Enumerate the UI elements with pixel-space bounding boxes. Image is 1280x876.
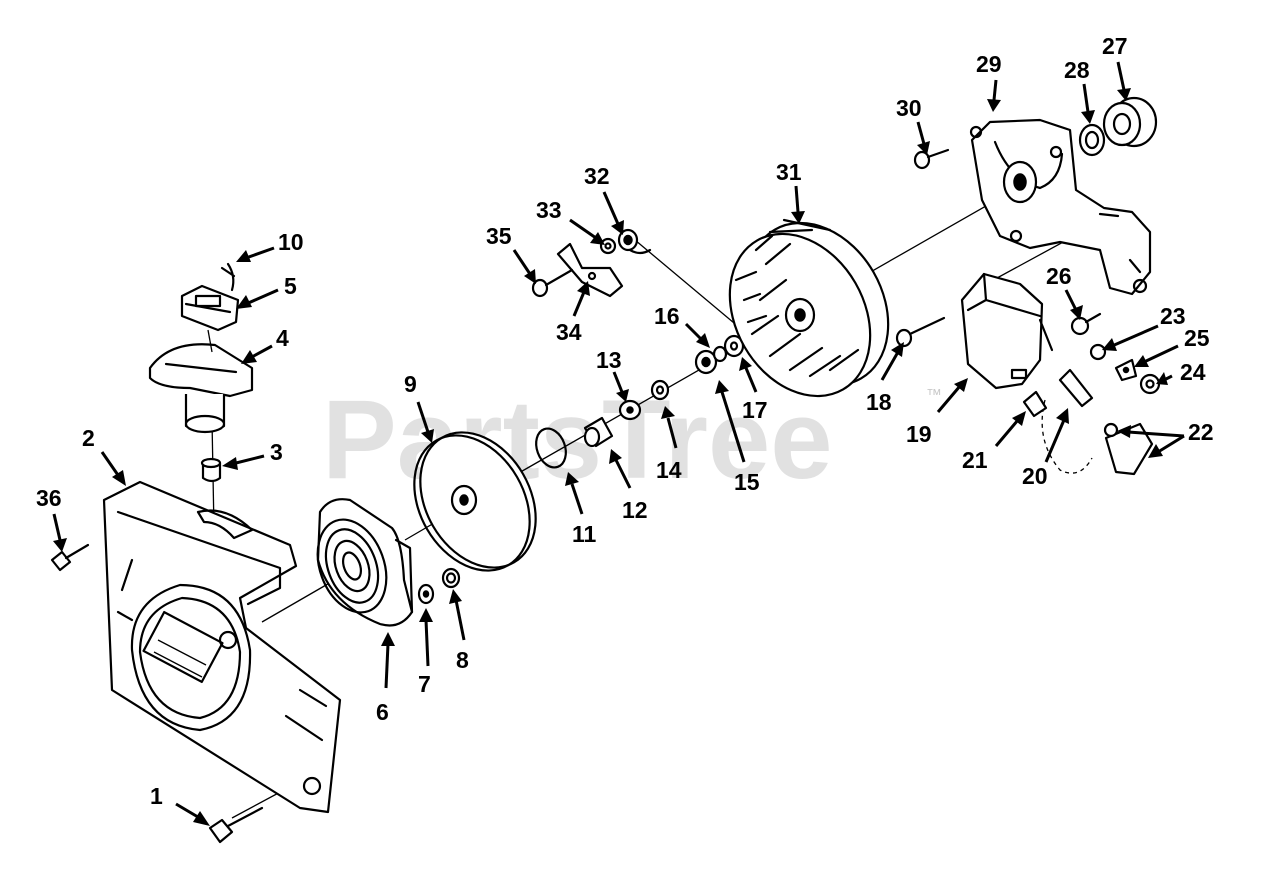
flywheel (728, 218, 890, 398)
nut-part-24 (1139, 373, 1161, 395)
callout-5[interactable]: 5 (284, 273, 297, 299)
crankcase-cover (969, 118, 1152, 296)
washer-part-13 (618, 399, 642, 421)
callout-18[interactable]: 18 (866, 389, 892, 415)
callout-6[interactable]: 6 (376, 699, 389, 725)
callout-3[interactable]: 3 (270, 439, 283, 465)
oil-seal-part-28 (1078, 123, 1106, 157)
callout-8[interactable]: 8 (456, 647, 469, 673)
washer-part-7 (417, 583, 435, 605)
nut-part-15 (694, 349, 718, 375)
callout-10[interactable]: 10 (278, 229, 304, 255)
starter-pulley (413, 431, 537, 572)
rope-ferrule (200, 457, 222, 483)
nut-part-14 (650, 379, 670, 401)
watermark-trademark: ™ (926, 387, 942, 404)
bearing-part-27 (1102, 96, 1158, 148)
screw-part-30 (913, 148, 950, 170)
starter-handle (148, 343, 254, 434)
callout-15[interactable]: 15 (734, 469, 760, 495)
spark-lead-part-20 (1058, 368, 1094, 408)
screw-part-26 (1070, 312, 1102, 336)
callout-17[interactable]: 17 (742, 397, 768, 423)
lock-washer-part-16 (712, 345, 728, 363)
clip-part-25 (1114, 358, 1138, 382)
callout-29[interactable]: 29 (976, 51, 1002, 77)
callout-24[interactable]: 24 (1180, 359, 1206, 385)
callout-35[interactable]: 35 (486, 223, 512, 249)
callout-arrows (52, 61, 1185, 826)
starter-rope-end (220, 262, 236, 292)
callout-30[interactable]: 30 (896, 95, 922, 121)
callout-22[interactable]: 22 (1188, 419, 1214, 445)
callout-23[interactable]: 23 (1160, 303, 1186, 329)
callout-2[interactable]: 2 (82, 425, 95, 451)
screw-part-35 (531, 268, 574, 298)
callout-11[interactable]: 11 (572, 521, 597, 547)
screw-part-8 (441, 567, 461, 589)
callout-33[interactable]: 33 (536, 197, 562, 223)
callout-26[interactable]: 26 (1046, 263, 1072, 289)
handle-insert (180, 284, 240, 332)
callout-19[interactable]: 19 (906, 421, 932, 447)
callout-31[interactable]: 31 (776, 159, 802, 185)
callout-1[interactable]: 1 (150, 783, 163, 809)
pawl-spring-part-32 (617, 228, 652, 255)
spark-plug-boot (1103, 422, 1154, 476)
callout-32[interactable]: 32 (584, 163, 610, 189)
callout-14[interactable]: 14 (656, 457, 682, 483)
callout-20[interactable]: 20 (1022, 463, 1048, 489)
ignition-module (960, 272, 1054, 390)
starter-housing (102, 480, 342, 814)
callout-9[interactable]: 9 (404, 371, 417, 397)
callout-27[interactable]: 27 (1102, 33, 1128, 59)
callout-numbers: 1 2 3 4 5 6 7 8 9 10 11 12 13 14 15 16 1… (36, 33, 1214, 809)
callout-25[interactable]: 25 (1184, 325, 1210, 351)
screw-part-36 (50, 543, 90, 572)
screw-part-1 (208, 806, 264, 844)
rewind-spring-housing (316, 498, 414, 627)
callout-34[interactable]: 34 (556, 319, 582, 345)
callout-4[interactable]: 4 (276, 325, 289, 351)
callout-28[interactable]: 28 (1064, 57, 1090, 83)
callout-21[interactable]: 21 (962, 447, 988, 473)
callout-36[interactable]: 36 (36, 485, 62, 511)
screw-part-23 (1089, 343, 1107, 361)
pulley-bushing (583, 416, 614, 448)
terminal-part-21 (1022, 390, 1048, 418)
callout-16[interactable]: 16 (654, 303, 680, 329)
callout-12[interactable]: 12 (622, 497, 648, 523)
callout-7[interactable]: 7 (418, 671, 431, 697)
spring-ring (535, 427, 567, 469)
screw-part-18 (895, 316, 946, 348)
washer-part-33 (599, 237, 617, 255)
housing-logo (142, 610, 224, 684)
callout-13[interactable]: 13 (596, 347, 622, 373)
